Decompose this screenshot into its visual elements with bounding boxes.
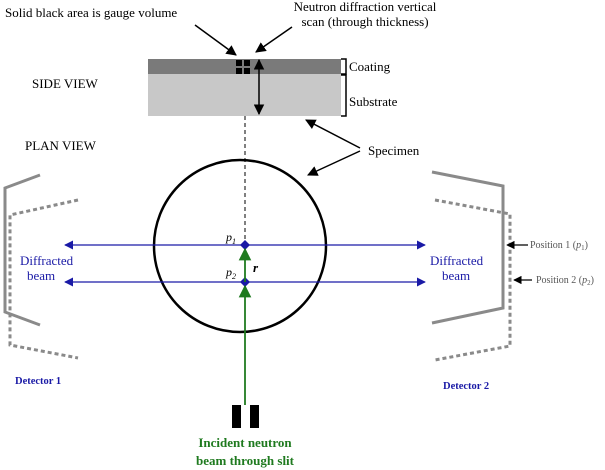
diffracted-right-line2: beam: [442, 268, 470, 283]
gauge-pointer-arrow: [194, 24, 237, 56]
specimen-arrow-plan: [307, 150, 361, 176]
position-2-label: Position 2 (p2): [536, 275, 594, 287]
r-label: r: [253, 260, 259, 275]
specimen-arrow-side: [305, 119, 361, 149]
diffracted-right-line1: Diffracted: [430, 253, 484, 268]
incident-label-line1: Incident neutron: [198, 435, 292, 450]
slit-left-jaw: [232, 405, 241, 428]
scan-pointer-arrow: [255, 26, 293, 53]
substrate-bracket: [341, 74, 347, 117]
detector-1-position-2: [8, 198, 79, 360]
slit-right-jaw: [250, 405, 259, 428]
detector-2-position-2: [434, 198, 512, 362]
detector-2-position-1: [431, 170, 505, 325]
coating-layer: [148, 59, 341, 74]
p2-label: p2: [225, 265, 236, 281]
gauge-volume-label: Solid black area is gauge volume: [5, 5, 177, 20]
side-view-label: SIDE VIEW: [32, 76, 99, 91]
detector-1-position-1: [3, 173, 41, 327]
specimen-label: Specimen: [368, 143, 420, 158]
diffracted-left-line1: Diffracted: [20, 253, 74, 268]
scan-label-line1: Neutron diffraction vertical: [294, 0, 437, 14]
coating-bracket: [341, 58, 347, 75]
substrate-label: Substrate: [349, 94, 398, 109]
substrate-layer: [148, 74, 341, 116]
gauge-volume: [236, 60, 250, 74]
detector-2-label: Detector 2: [443, 381, 489, 392]
detector-1-label: Detector 1: [15, 376, 61, 387]
incident-label-line2: beam through slit: [196, 453, 295, 468]
coating-label: Coating: [349, 59, 391, 74]
scan-label-line2: scan (through thickness): [301, 14, 428, 29]
diffracted-left-line2: beam: [27, 268, 55, 283]
specimen-circle: [152, 158, 328, 334]
plan-view-label: PLAN VIEW: [25, 138, 97, 153]
p1-label: p1: [225, 230, 236, 246]
point-p1-marker: [240, 240, 250, 250]
position-1-label: Position 1 (p1): [530, 240, 588, 252]
